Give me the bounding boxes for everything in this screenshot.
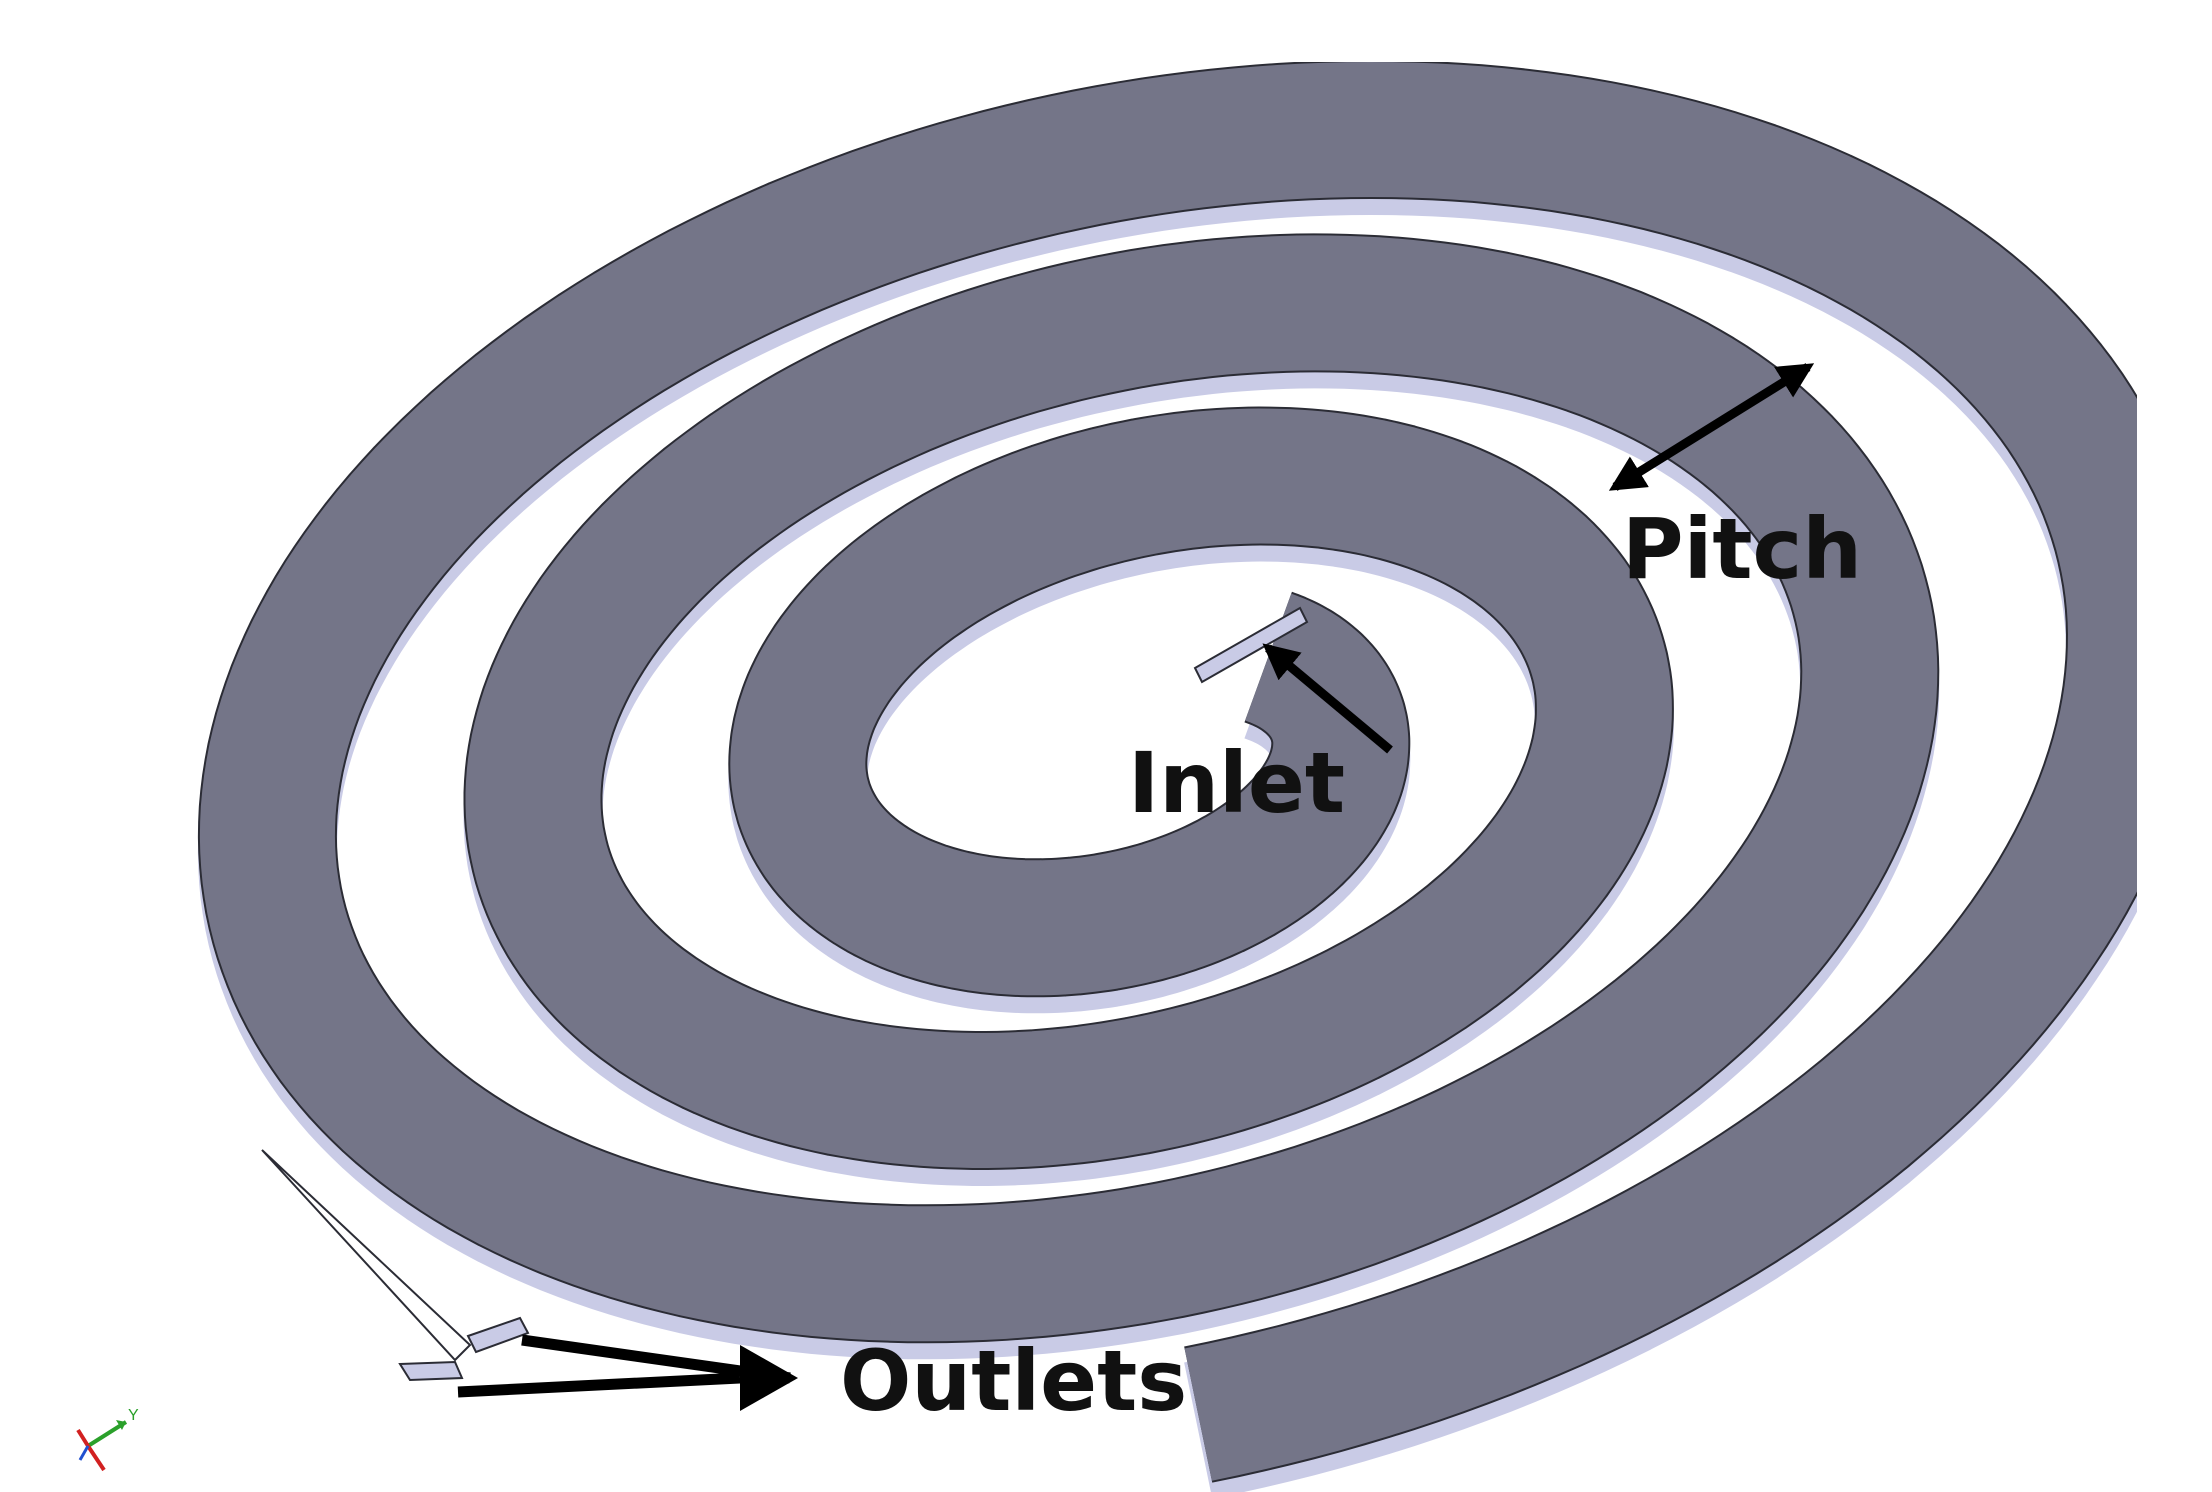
spiral-channel-top-face [199,62,2137,1481]
inlet-end-face [1193,606,1309,684]
coordinate-triad-icon: Y [76,1407,139,1472]
triad-y-label: Y [128,1407,139,1424]
inlet-label: Inlet [1128,734,1345,832]
pitch-label: Pitch [1622,500,1862,598]
outlet-arrow-head [740,1345,798,1411]
outlet-end-face-left [398,1360,464,1382]
outlet-end-face-right [466,1316,530,1354]
outlet-arrow-lower [457,1372,741,1398]
pitch-arrow [1608,363,1815,491]
inlet-arrow [1262,643,1393,754]
outlets-label: Outlets [840,1332,1187,1430]
outlet-split-slit [261,1149,472,1362]
